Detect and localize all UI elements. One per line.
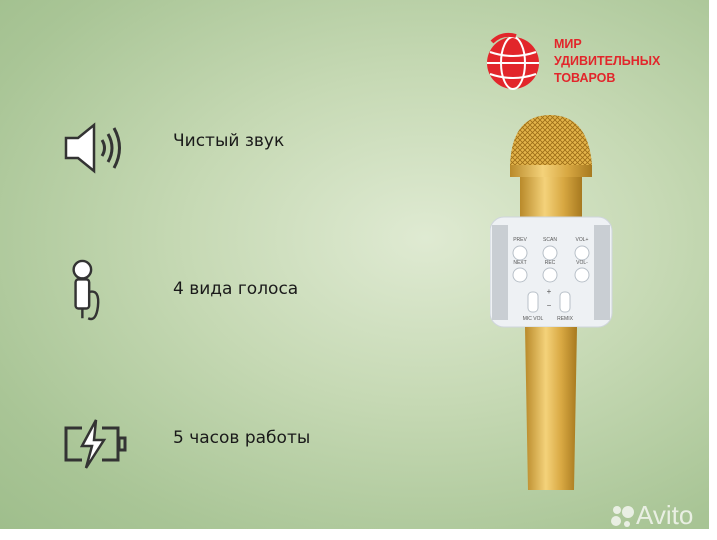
brand-line2: УДИВИТЕЛЬНЫХ <box>554 53 661 68</box>
battery-charging-icon <box>64 419 127 469</box>
feature-label-voice: 4 вида голоса <box>173 279 299 299</box>
karaoke-microphone-image: PREV SCAN VOL+ NEXT REC VOL- MIC VOL REM… <box>490 115 613 490</box>
button-label: VOL+ <box>576 237 589 243</box>
brand-logo: МИР УДИВИТЕЛЬНЫХ ТОВАРОВ <box>482 30 660 92</box>
speaker-icon <box>64 122 121 174</box>
feature-label-sound: Чистый звук <box>173 131 285 151</box>
avito-text: Avito <box>636 500 694 530</box>
button-label: SCAN <box>543 237 557 243</box>
avito-watermark: Avito <box>610 500 693 531</box>
button-label: + <box>547 287 552 296</box>
button-label: − <box>547 301 552 310</box>
feature-sound <box>62 120 128 176</box>
button-label: REC <box>545 260 556 266</box>
microphone-icon <box>72 259 100 321</box>
button-label: MIC VOL <box>523 316 544 322</box>
avito-logo-icon <box>611 505 634 527</box>
button-label: NEXT <box>513 260 526 266</box>
button-label: PREV <box>513 237 527 243</box>
brand-line1: МИР <box>554 36 582 51</box>
brand-line3: ТОВАРОВ <box>554 70 616 85</box>
feature-label-battery: 5 часов работы <box>173 428 311 448</box>
globe-icon <box>487 32 539 90</box>
button-label: REMIX <box>557 316 574 322</box>
feature-battery <box>62 416 128 472</box>
button-label: VOL- <box>576 260 588 266</box>
feature-voice <box>62 258 128 326</box>
